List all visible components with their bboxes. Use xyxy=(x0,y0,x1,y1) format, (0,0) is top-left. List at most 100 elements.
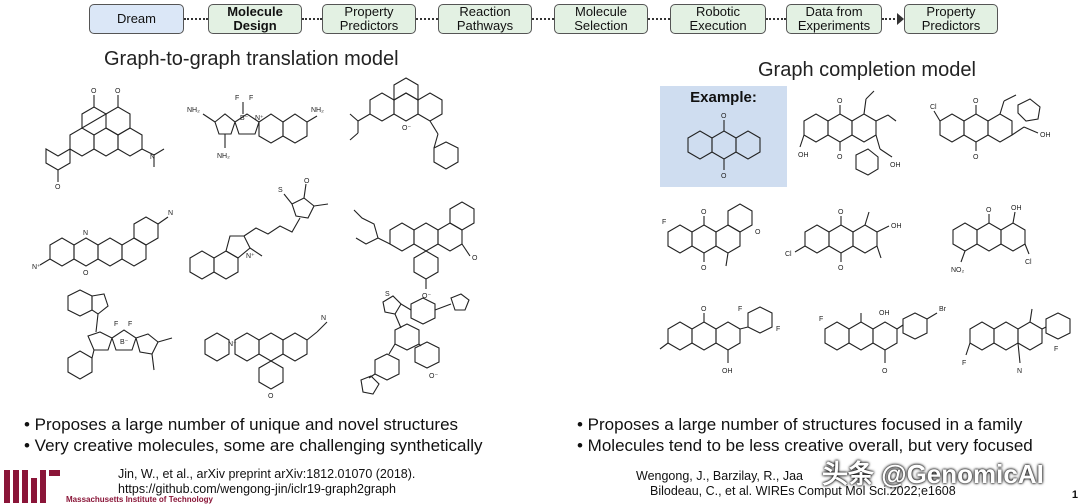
pipeline-connector xyxy=(416,18,438,20)
atom-label: N⁺ xyxy=(228,341,237,348)
molecule-bodipy-amine: NH₂ NH₂ NH₂ B⁻ F F N⁺ xyxy=(187,95,324,160)
molecule-cyanine-dye: S O N⁺ xyxy=(189,178,329,280)
mit-logo xyxy=(0,468,60,503)
pipeline-connector xyxy=(184,18,208,20)
atom-label: OH xyxy=(1011,205,1022,212)
atom-label: F xyxy=(776,326,780,333)
pipeline-arrowhead xyxy=(897,13,904,25)
molecule-aq-fluoro-pyranone: F O O O xyxy=(662,203,761,272)
atom-label: N⁺ xyxy=(32,264,41,271)
pipeline-connector xyxy=(766,18,786,20)
stage-molecule-selection: Molecule Selection xyxy=(554,4,648,34)
example-box: Example: O O xyxy=(660,86,787,187)
molecule-coumarin-fused: O O O N xyxy=(45,88,165,191)
molecule-phenoxazinium-nme2: N⁺ N O N xyxy=(32,210,173,277)
molecule-aq-bromobenzyl-ester: F OH Br O xyxy=(819,306,947,375)
atom-label: F xyxy=(662,219,666,226)
atom-label: OH xyxy=(798,152,809,159)
atom-label: O xyxy=(973,98,979,105)
atom-label: O xyxy=(721,113,727,120)
right-bullets: • Proposes a large number of structures … xyxy=(577,414,1033,456)
atom-label: F xyxy=(114,321,118,328)
stage-data-from-experiments: Data from Experiments xyxy=(786,4,882,34)
atom-label: O xyxy=(472,255,478,262)
atom-label: Cl xyxy=(1025,259,1032,266)
page-number: 1 xyxy=(1071,489,1078,501)
molecule-aq-aldehyde-acid: O O OH OH xyxy=(798,90,901,176)
stage-robotic-execution: Robotic Execution xyxy=(670,4,766,34)
atom-label: NO₂ xyxy=(951,267,965,274)
atom-label: S xyxy=(278,187,283,194)
left-reference-2: https://github.com/wengong-jin/iclr19-gr… xyxy=(118,482,396,496)
atom-label: NH₂ xyxy=(311,107,324,114)
atom-label: B⁻ xyxy=(240,115,249,122)
atom-label: O xyxy=(837,154,843,161)
molecule-anthraquinone-example: O O xyxy=(687,113,761,180)
atom-label: F xyxy=(819,316,823,323)
stage-molecule-design: Molecule Design xyxy=(208,4,302,34)
left-bullet-2: • Very creative molecules, some are chal… xyxy=(24,436,483,455)
molecule-aq-nitro-chloro: O OH NO₂ Cl xyxy=(951,205,1032,274)
molecule-aza-bodipy-indole: B⁻ F F xyxy=(67,289,173,380)
atom-label: O xyxy=(91,88,97,95)
right-bullet-2: • Molecules tend to be less creative ove… xyxy=(577,436,1033,455)
molecule-xanthene-styryl: O⁻ xyxy=(349,77,459,170)
right-reference-1: Wengong, J., Barzilay, R., Jaa xyxy=(636,469,803,483)
atom-label: F xyxy=(249,95,253,102)
atom-label: O xyxy=(304,178,310,185)
atom-label: N xyxy=(1017,368,1022,375)
atom-label: NH₂ xyxy=(187,107,200,114)
atom-label: O xyxy=(755,229,761,236)
atom-label: O xyxy=(973,154,979,161)
atom-label: B⁻ xyxy=(120,339,129,346)
atom-label: Cl xyxy=(785,251,792,258)
right-bullet-1: • Proposes a large number of structures … xyxy=(577,415,1023,434)
atom-label: O⁻ xyxy=(422,293,431,300)
atom-label: O xyxy=(701,265,707,272)
atom-label: O xyxy=(701,306,707,313)
atom-label: OH xyxy=(879,310,890,317)
pipeline-connector xyxy=(882,18,899,20)
atom-label: F xyxy=(738,306,742,313)
molecule-aq-difluorophenyl-acid: F F O OH xyxy=(659,306,780,375)
atom-label: O xyxy=(721,173,727,180)
right-section-title: Graph completion model xyxy=(758,59,976,81)
right-reference-2: Bilodeau, C., et al. WIREs Comput Mol Sc… xyxy=(650,484,956,498)
stage-property-predictors: Property Predictors xyxy=(322,4,416,34)
right-references: Wengong, J., Barzilay, R., Jaa Bilodeau,… xyxy=(636,469,956,499)
atom-label: O⁻ xyxy=(429,373,438,380)
left-section-title: Graph-to-graph translation model xyxy=(104,48,399,70)
pipeline-connector xyxy=(648,18,670,20)
atom-label: F xyxy=(962,360,966,367)
atom-label: NH₂ xyxy=(217,153,230,160)
atom-label: OH xyxy=(891,223,902,230)
atom-label: O xyxy=(55,184,61,191)
mit-logo-text: Massachusetts Institute of Technology xyxy=(66,495,213,504)
pipeline-connector xyxy=(302,18,322,20)
atom-label: F xyxy=(235,95,239,102)
atom-label: N xyxy=(150,154,155,161)
atom-label: O xyxy=(838,265,844,272)
molecule-nile-red-butyl: O O⁻ xyxy=(353,201,478,300)
atom-label: O xyxy=(837,98,843,105)
atom-label: Br xyxy=(939,306,947,313)
example-label: Example: xyxy=(690,89,757,106)
left-bullets: • Proposes a large number of unique and … xyxy=(24,414,483,456)
molecule-aq-acyl-chloride-acid: Cl O O OH xyxy=(785,209,902,272)
atom-label: F xyxy=(128,321,132,328)
atom-label: S xyxy=(385,291,390,298)
atom-label: O⁻ xyxy=(402,125,411,132)
atom-label: O xyxy=(986,207,992,214)
left-bullet-1: • Proposes a large number of unique and … xyxy=(24,415,459,434)
atom-label: N xyxy=(168,210,173,217)
molecule-rhodamine-piperidine: N⁺ O N xyxy=(204,315,328,400)
pipeline-flow: Dream Molecule Design Property Predictor… xyxy=(0,4,1080,38)
molecule-aq-cyano-fluorophenyl: F F N xyxy=(962,308,1071,375)
stage-property-predictors-final: Property Predictors xyxy=(904,4,998,34)
watermark: 头条 @GenomicAI xyxy=(822,459,1044,489)
atom-label: O xyxy=(882,368,888,375)
stage-dream: Dream xyxy=(89,4,184,34)
atom-label: OH xyxy=(890,162,901,169)
molecule-aq-chloro-phenyl-acid: Cl O O OH xyxy=(930,94,1051,161)
atom-label: OH xyxy=(1040,132,1051,139)
